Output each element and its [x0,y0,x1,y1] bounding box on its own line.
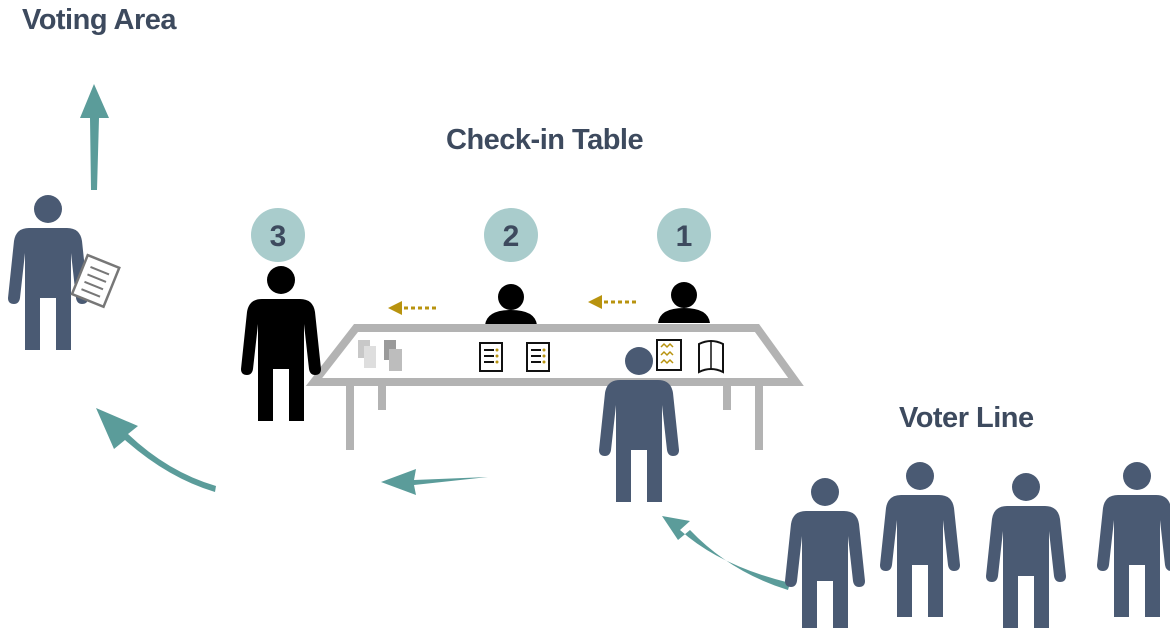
signature-sheet-icon [656,339,682,371]
poll-worker-1-icon [658,282,710,323]
voter-in-line-3-icon [986,473,1066,628]
voting-area-title: Voting Area [22,4,177,36]
step-circle-1: 1 [657,208,711,262]
step-number-3: 3 [270,220,287,253]
step-circle-2: 2 [484,208,538,262]
ballots-icon [358,340,402,371]
poll-book-icon [698,340,724,374]
step-circle-3: 3 [251,208,305,262]
handoff-arrow-1-to-2 [588,295,636,309]
flow-arrow-along-table [381,469,488,495]
handoff-arrow-2-to-3 [388,301,436,315]
poll-worker-2-icon [485,284,537,325]
voter-in-line-4-icon [1097,462,1170,617]
flow-arrow-to-voting-area [80,84,109,190]
ballot-icon [70,253,121,309]
step-number-1: 1 [676,220,693,253]
document-icon [479,342,503,372]
checkin-table-title: Check-in Table [446,124,644,156]
voter-line-title: Voter Line [899,402,1034,434]
flow-arrow-to-voting-area-curve [96,408,216,492]
document-icon [526,342,550,372]
poll-worker-3-icon [241,266,321,421]
step-number-2: 2 [503,220,520,253]
flow-arrow-from-line [662,516,790,590]
voter-in-line-1-icon [785,478,865,628]
voter-icon [8,195,88,350]
voter-in-line-2-icon [880,462,960,617]
voter-with-ballot [8,195,121,350]
